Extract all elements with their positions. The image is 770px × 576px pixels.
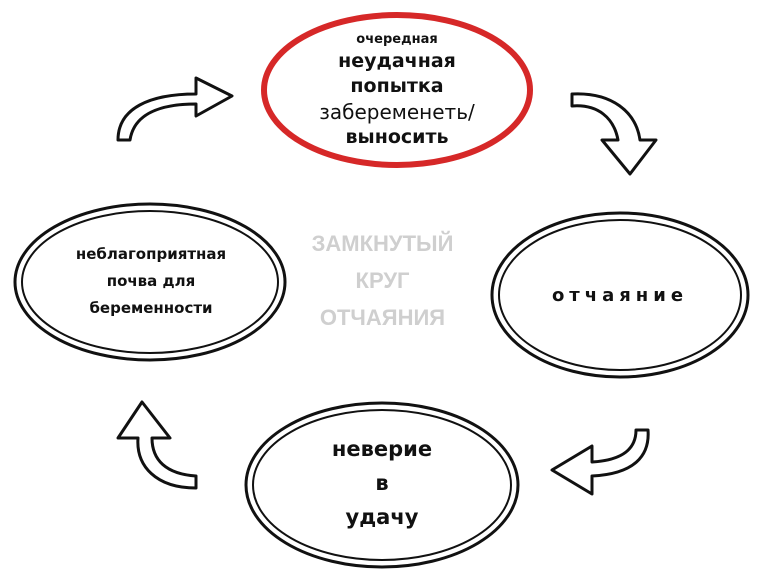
node-label: беременности xyxy=(89,298,213,317)
node-label: отчаяние xyxy=(551,284,689,306)
node-left-ellipse xyxy=(13,202,287,362)
arrow-bottom-to-left xyxy=(116,400,198,490)
center-title-line: КРУГ xyxy=(355,268,410,293)
node-label: попытка xyxy=(350,74,444,97)
arrow-top-to-right xyxy=(570,92,658,176)
node-disbelief: неверие в удачу xyxy=(242,400,522,565)
node-failed-attempt: очередная неудачная попытка забеременеть… xyxy=(262,14,532,166)
node-despair: отчаяние xyxy=(490,230,750,360)
node-label: почва для xyxy=(106,271,196,290)
node-label: выносить xyxy=(345,125,449,148)
node-top-ellipse xyxy=(261,12,533,168)
node-label: удачу xyxy=(345,504,419,529)
node-label: неверие xyxy=(331,436,433,461)
arrow-right-to-bottom xyxy=(550,428,650,496)
node-label: забеременеть/ xyxy=(319,99,475,124)
node-right-ellipse xyxy=(490,211,750,379)
node-label: в xyxy=(375,470,389,495)
center-title-line: ОТЧАЯНИЯ xyxy=(319,305,446,330)
node-label: очередная xyxy=(356,31,438,47)
center-title-line: ЗАМКНУТЫЙ xyxy=(311,231,454,256)
node-bottom-ellipse xyxy=(244,401,520,569)
node-label: неблагоприятная xyxy=(75,244,227,263)
node-label: неудачная xyxy=(338,49,456,72)
arrow-left-to-top xyxy=(116,76,234,142)
center-title: ЗАМКНУТЫЙ КРУГ ОТЧАЯНИЯ xyxy=(290,225,475,336)
node-unfavorable-ground: неблагоприятная почва для беременности xyxy=(16,205,286,357)
